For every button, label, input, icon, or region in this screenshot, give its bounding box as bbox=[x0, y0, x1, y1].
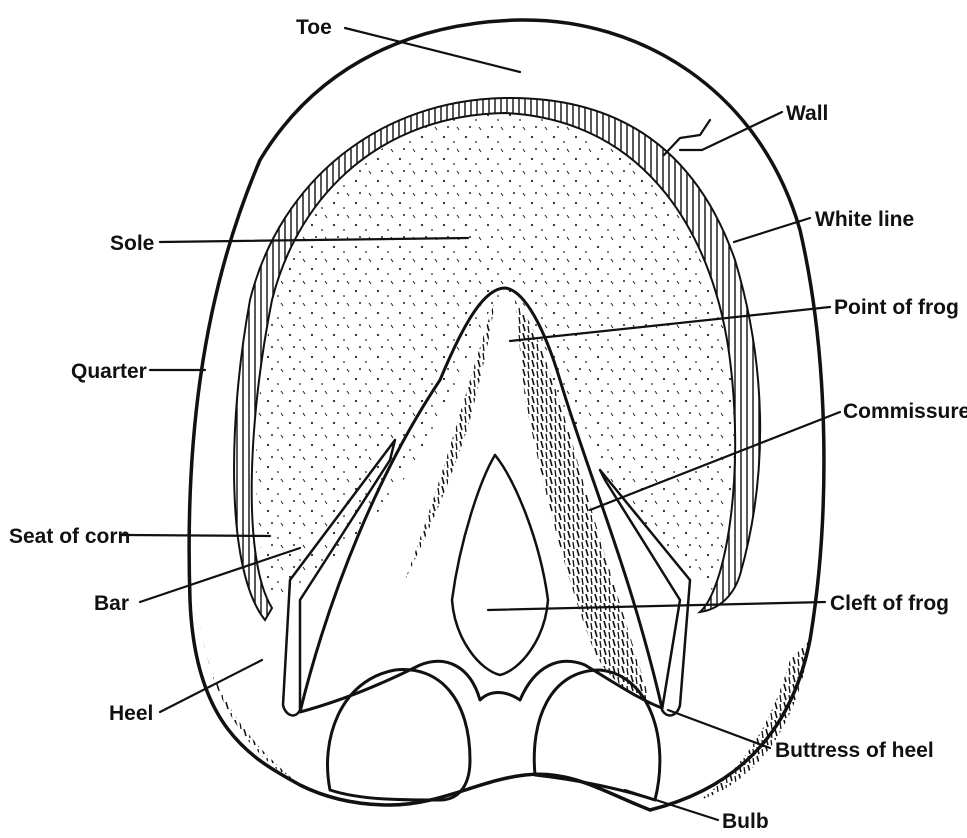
bulb-right-highlight bbox=[560, 700, 629, 775]
label-bulb: Bulb bbox=[722, 810, 769, 833]
cleft-of-frog bbox=[452, 455, 548, 675]
label-seat-of-corn: Seat of corn bbox=[9, 525, 130, 548]
label-sole: Sole bbox=[110, 232, 154, 255]
heel-shading-right bbox=[700, 640, 810, 800]
leader-cleft-of-frog bbox=[488, 602, 825, 610]
label-commissure: Commissure bbox=[843, 400, 967, 423]
label-quarter: Quarter bbox=[71, 360, 147, 383]
label-white-line: White line bbox=[815, 208, 914, 231]
label-point-of-frog: Point of frog bbox=[834, 296, 959, 319]
leader-toe bbox=[345, 28, 520, 72]
label-cleft-of-frog: Cleft of frog bbox=[830, 592, 949, 615]
label-heel: Heel bbox=[109, 702, 153, 725]
label-buttress-of-heel: Buttress of heel bbox=[775, 739, 934, 762]
bulb-left-highlight bbox=[369, 698, 440, 772]
label-wall: Wall bbox=[786, 102, 828, 125]
leader-wall bbox=[680, 112, 782, 150]
label-bar: Bar bbox=[94, 592, 129, 615]
label-toe: Toe bbox=[296, 16, 332, 39]
leader-buttress-of-heel bbox=[668, 710, 770, 748]
leader-seat-of-corn bbox=[122, 535, 270, 536]
